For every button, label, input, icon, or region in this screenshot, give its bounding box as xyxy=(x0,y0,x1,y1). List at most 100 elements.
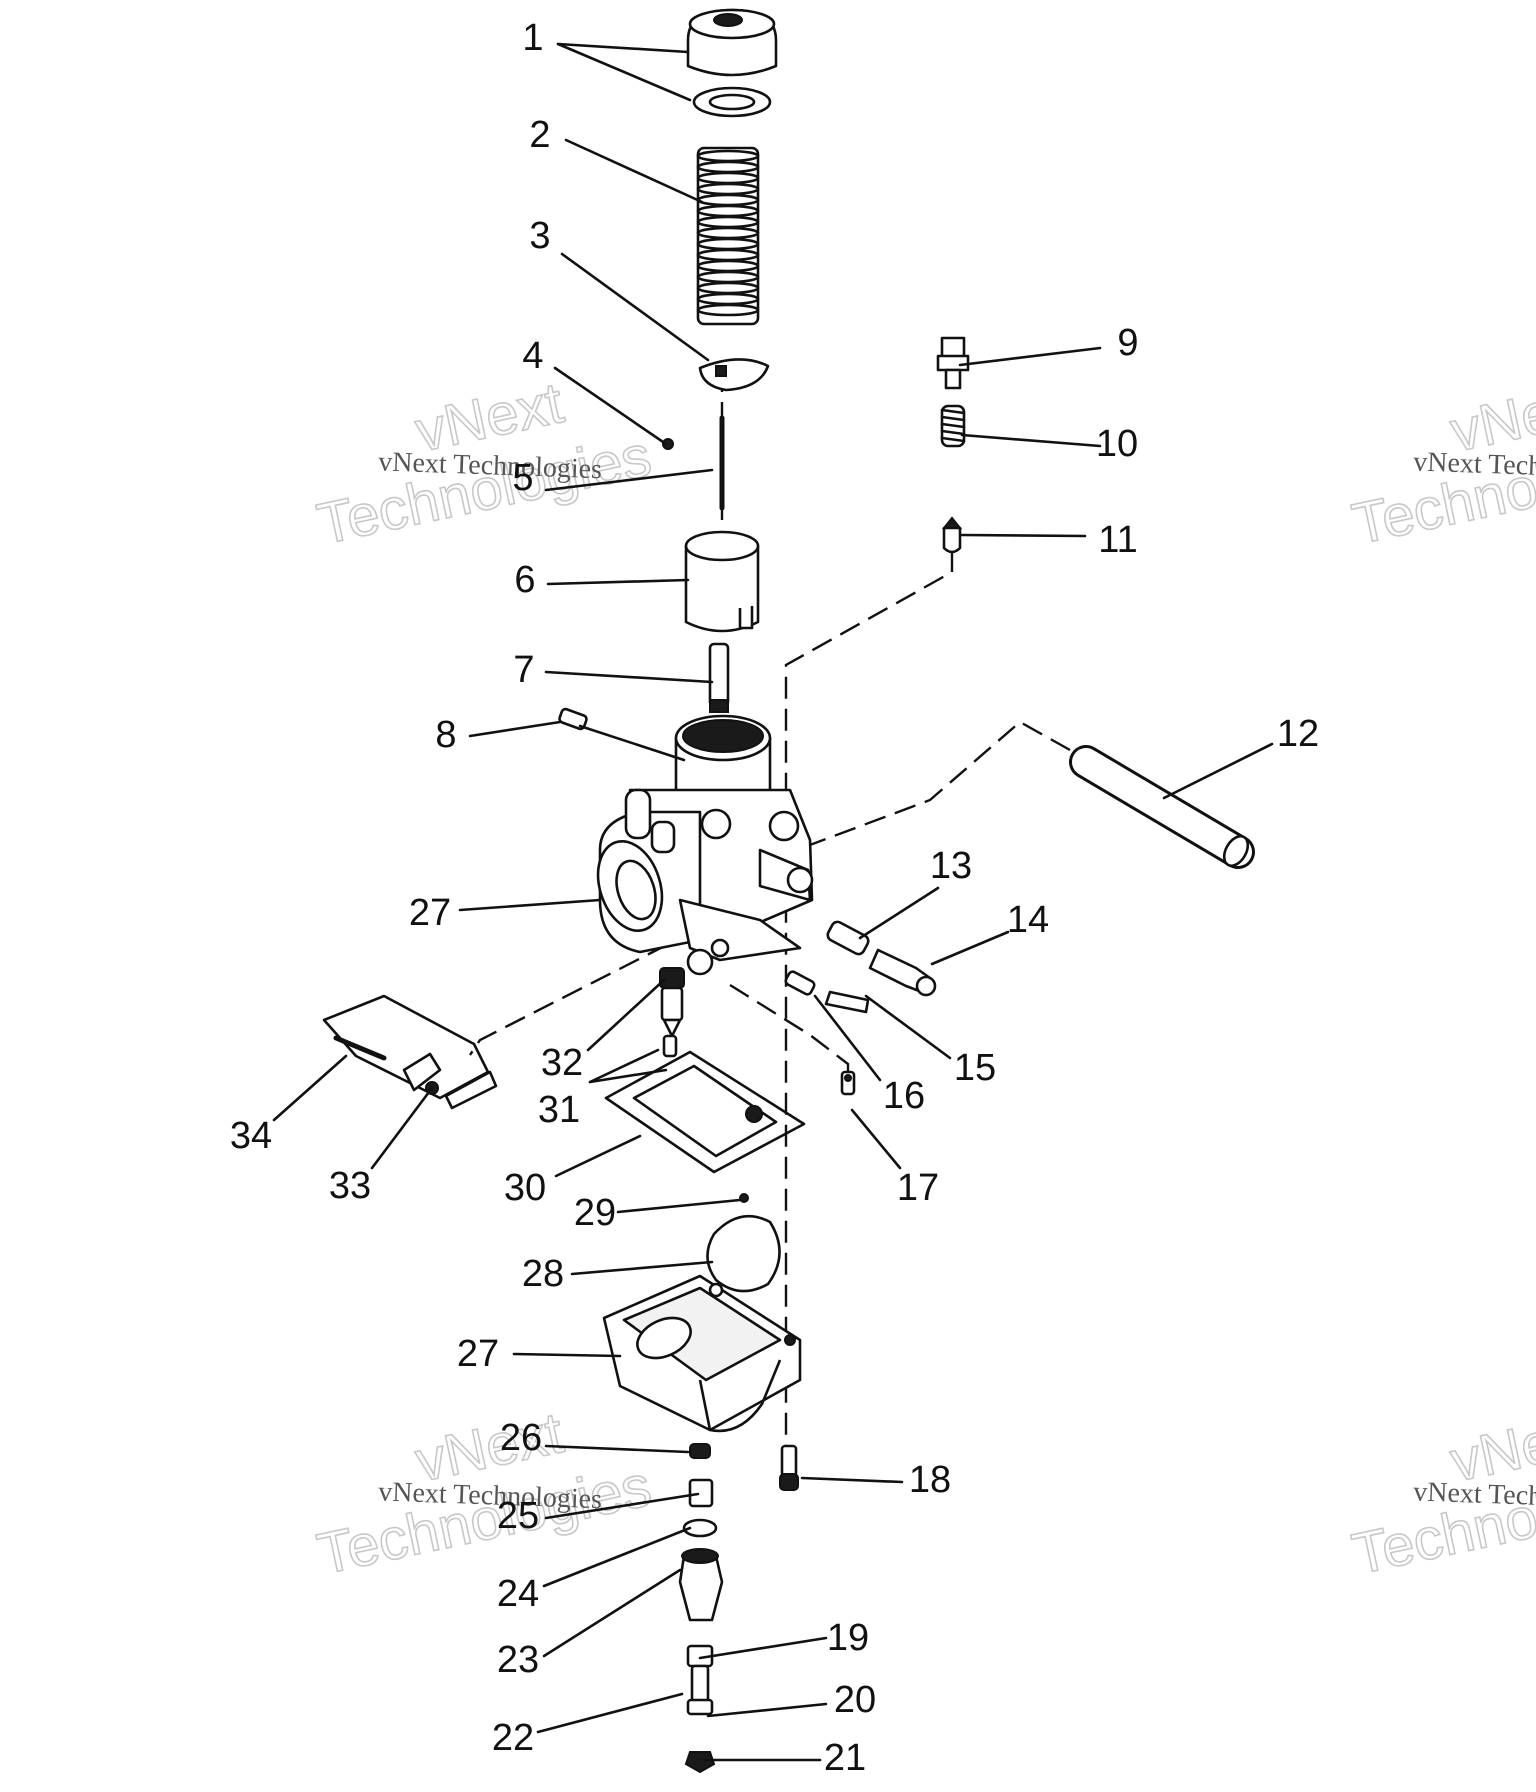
leader-line xyxy=(512,1352,622,1358)
leader-line xyxy=(554,1134,642,1178)
leader-line xyxy=(536,1692,684,1734)
callout-15: 15 xyxy=(864,994,996,1089)
part-bottom-jet-stack xyxy=(678,1443,724,1774)
callout-8: 8 xyxy=(435,714,686,762)
callout-22: 22 xyxy=(492,1692,684,1759)
spring-coil xyxy=(940,415,966,422)
callout-20: 20 xyxy=(706,1679,876,1721)
spring-coil xyxy=(940,436,966,443)
callout-number: 12 xyxy=(1277,713,1319,755)
callout-number: 25 xyxy=(497,1495,539,1537)
spring-coil xyxy=(696,248,760,262)
callout-number: 2 xyxy=(529,114,550,156)
callout-10: 10 xyxy=(960,423,1138,465)
callout-28: 28 xyxy=(522,1253,714,1295)
callout-number: 11 xyxy=(1098,519,1137,561)
leader-line xyxy=(1162,742,1274,800)
callout-16: 16 xyxy=(813,994,925,1117)
leader-line xyxy=(564,138,704,204)
callout-17: 17 xyxy=(850,1108,939,1209)
spring-coil xyxy=(696,149,760,163)
leader-line xyxy=(570,1260,714,1276)
leader-line xyxy=(544,1492,700,1520)
spring-coil xyxy=(696,215,760,229)
spring-coil xyxy=(696,270,760,284)
callout-26: 26 xyxy=(500,1417,690,1459)
callout-number: 9 xyxy=(1117,322,1138,364)
leader-line xyxy=(930,930,1010,966)
callout-25: 25 xyxy=(497,1492,700,1537)
callout-layer: 1234567891011121314151617181920212223242… xyxy=(230,17,1319,1779)
callout-number: 19 xyxy=(827,1617,869,1659)
callout-2: 2 xyxy=(529,114,704,204)
leader-line xyxy=(958,346,1102,367)
callout-12: 12 xyxy=(1162,713,1319,800)
callout-27: 27 xyxy=(409,892,602,934)
callout-34: 34 xyxy=(230,1054,348,1157)
part-carburetor-body xyxy=(596,714,814,976)
spring-coil xyxy=(696,160,760,174)
leader-line xyxy=(813,994,882,1082)
leader-line xyxy=(850,1108,902,1170)
callout-number: 7 xyxy=(513,649,534,691)
callout-number: 30 xyxy=(504,1167,546,1209)
part-idle-screw xyxy=(784,920,937,1096)
part-float-pin xyxy=(322,994,498,1110)
callout-11: 11 xyxy=(960,519,1138,561)
callout-number: 6 xyxy=(514,559,535,601)
part-spring xyxy=(696,146,760,326)
callout-number: 20 xyxy=(834,1679,876,1721)
leader-line xyxy=(546,578,690,586)
callout-number: 27 xyxy=(409,892,451,934)
spring-coil xyxy=(696,237,760,251)
callout-32: 32 xyxy=(541,978,666,1084)
spring-coil xyxy=(940,422,966,429)
callout-number: 18 xyxy=(909,1459,951,1501)
callout-9: 9 xyxy=(958,322,1139,367)
leader-line xyxy=(542,1568,682,1658)
spring-coil xyxy=(696,204,760,218)
part-throttle-valve xyxy=(684,530,760,633)
callout-19: 19 xyxy=(698,1617,869,1660)
callout-number: 1 xyxy=(522,17,543,59)
callout-24: 24 xyxy=(497,1526,692,1615)
spring-coil xyxy=(696,193,760,207)
leader-line xyxy=(556,42,690,54)
leader-line xyxy=(458,898,602,912)
callout-5: 5 xyxy=(512,457,714,499)
leader-line xyxy=(960,433,1102,448)
part-tube xyxy=(1069,745,1255,869)
leader-line xyxy=(544,670,714,684)
callout-number: 29 xyxy=(574,1192,616,1234)
leader-line xyxy=(800,1476,904,1484)
part-needle xyxy=(662,415,725,511)
part-cap xyxy=(686,8,778,118)
callout-number: 14 xyxy=(1007,899,1049,941)
callout-number: 34 xyxy=(230,1115,272,1157)
callout-29: 29 xyxy=(574,1192,742,1234)
callout-number: 4 xyxy=(522,335,543,377)
spring-coil xyxy=(940,429,966,436)
alignment-lines xyxy=(469,370,1071,1480)
leader-line xyxy=(698,1636,828,1660)
callout-number: 26 xyxy=(500,1417,542,1459)
leader-line xyxy=(706,1702,828,1718)
callout-6: 6 xyxy=(514,559,690,601)
spring-coil xyxy=(940,408,966,415)
callout-number: 17 xyxy=(897,1167,939,1209)
callout-number: 27 xyxy=(457,1333,499,1375)
callout-number: 32 xyxy=(541,1042,583,1084)
part-retainer xyxy=(698,358,770,392)
callout-number: 22 xyxy=(492,1717,534,1759)
leader-line xyxy=(542,1526,692,1588)
leader-line xyxy=(960,533,1087,538)
callout-27b: 27 xyxy=(457,1333,622,1375)
part-adjust-screw xyxy=(936,336,970,554)
leader-line xyxy=(616,1198,742,1214)
callout-number: 24 xyxy=(497,1573,539,1615)
part-pilot-jet xyxy=(558,707,588,731)
leader-line xyxy=(468,720,562,738)
